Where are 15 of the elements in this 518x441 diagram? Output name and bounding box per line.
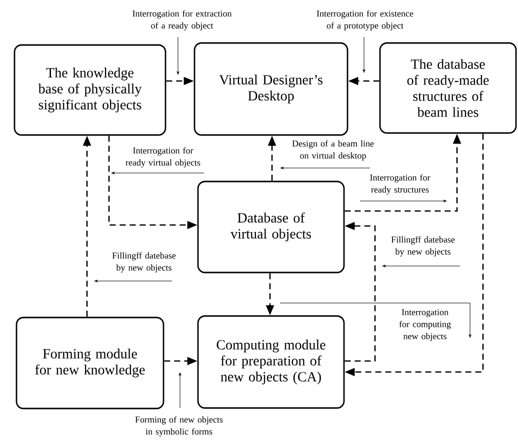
- process-box: The database of ready-made structures of beam lines: [379, 42, 517, 134]
- annotation-text: Interrogation for existence of a prototype object: [316, 10, 414, 30]
- process-box: The knowledge base of physically significant objects: [14, 44, 166, 136]
- process-box: Forming module for new knowledge: [16, 316, 164, 410]
- annotation-text: Forming of new objects in symbolic forms: [135, 416, 223, 436]
- annotation-text: Fillingff datebase by new objects: [391, 236, 455, 256]
- annotation-text: Design of a beam line on virtual desktop: [292, 140, 374, 160]
- annotation-text: Fillingff datebase by new objects: [112, 252, 176, 272]
- annotation-text: Interrogation for ready structures: [370, 174, 430, 194]
- annotation-text: Interrogation for computing new objects: [399, 309, 451, 342]
- process-box: Virtual Designer’s Desktop: [194, 42, 348, 136]
- process-box: Database of virtual objects: [197, 180, 345, 274]
- annotation-text: Interrogation for ready virtual objects: [126, 147, 200, 168]
- annotation-text: Interrogation for extraction of a ready object: [132, 10, 232, 30]
- process-box: Computing module for preparation of new objects (CA): [197, 315, 345, 409]
